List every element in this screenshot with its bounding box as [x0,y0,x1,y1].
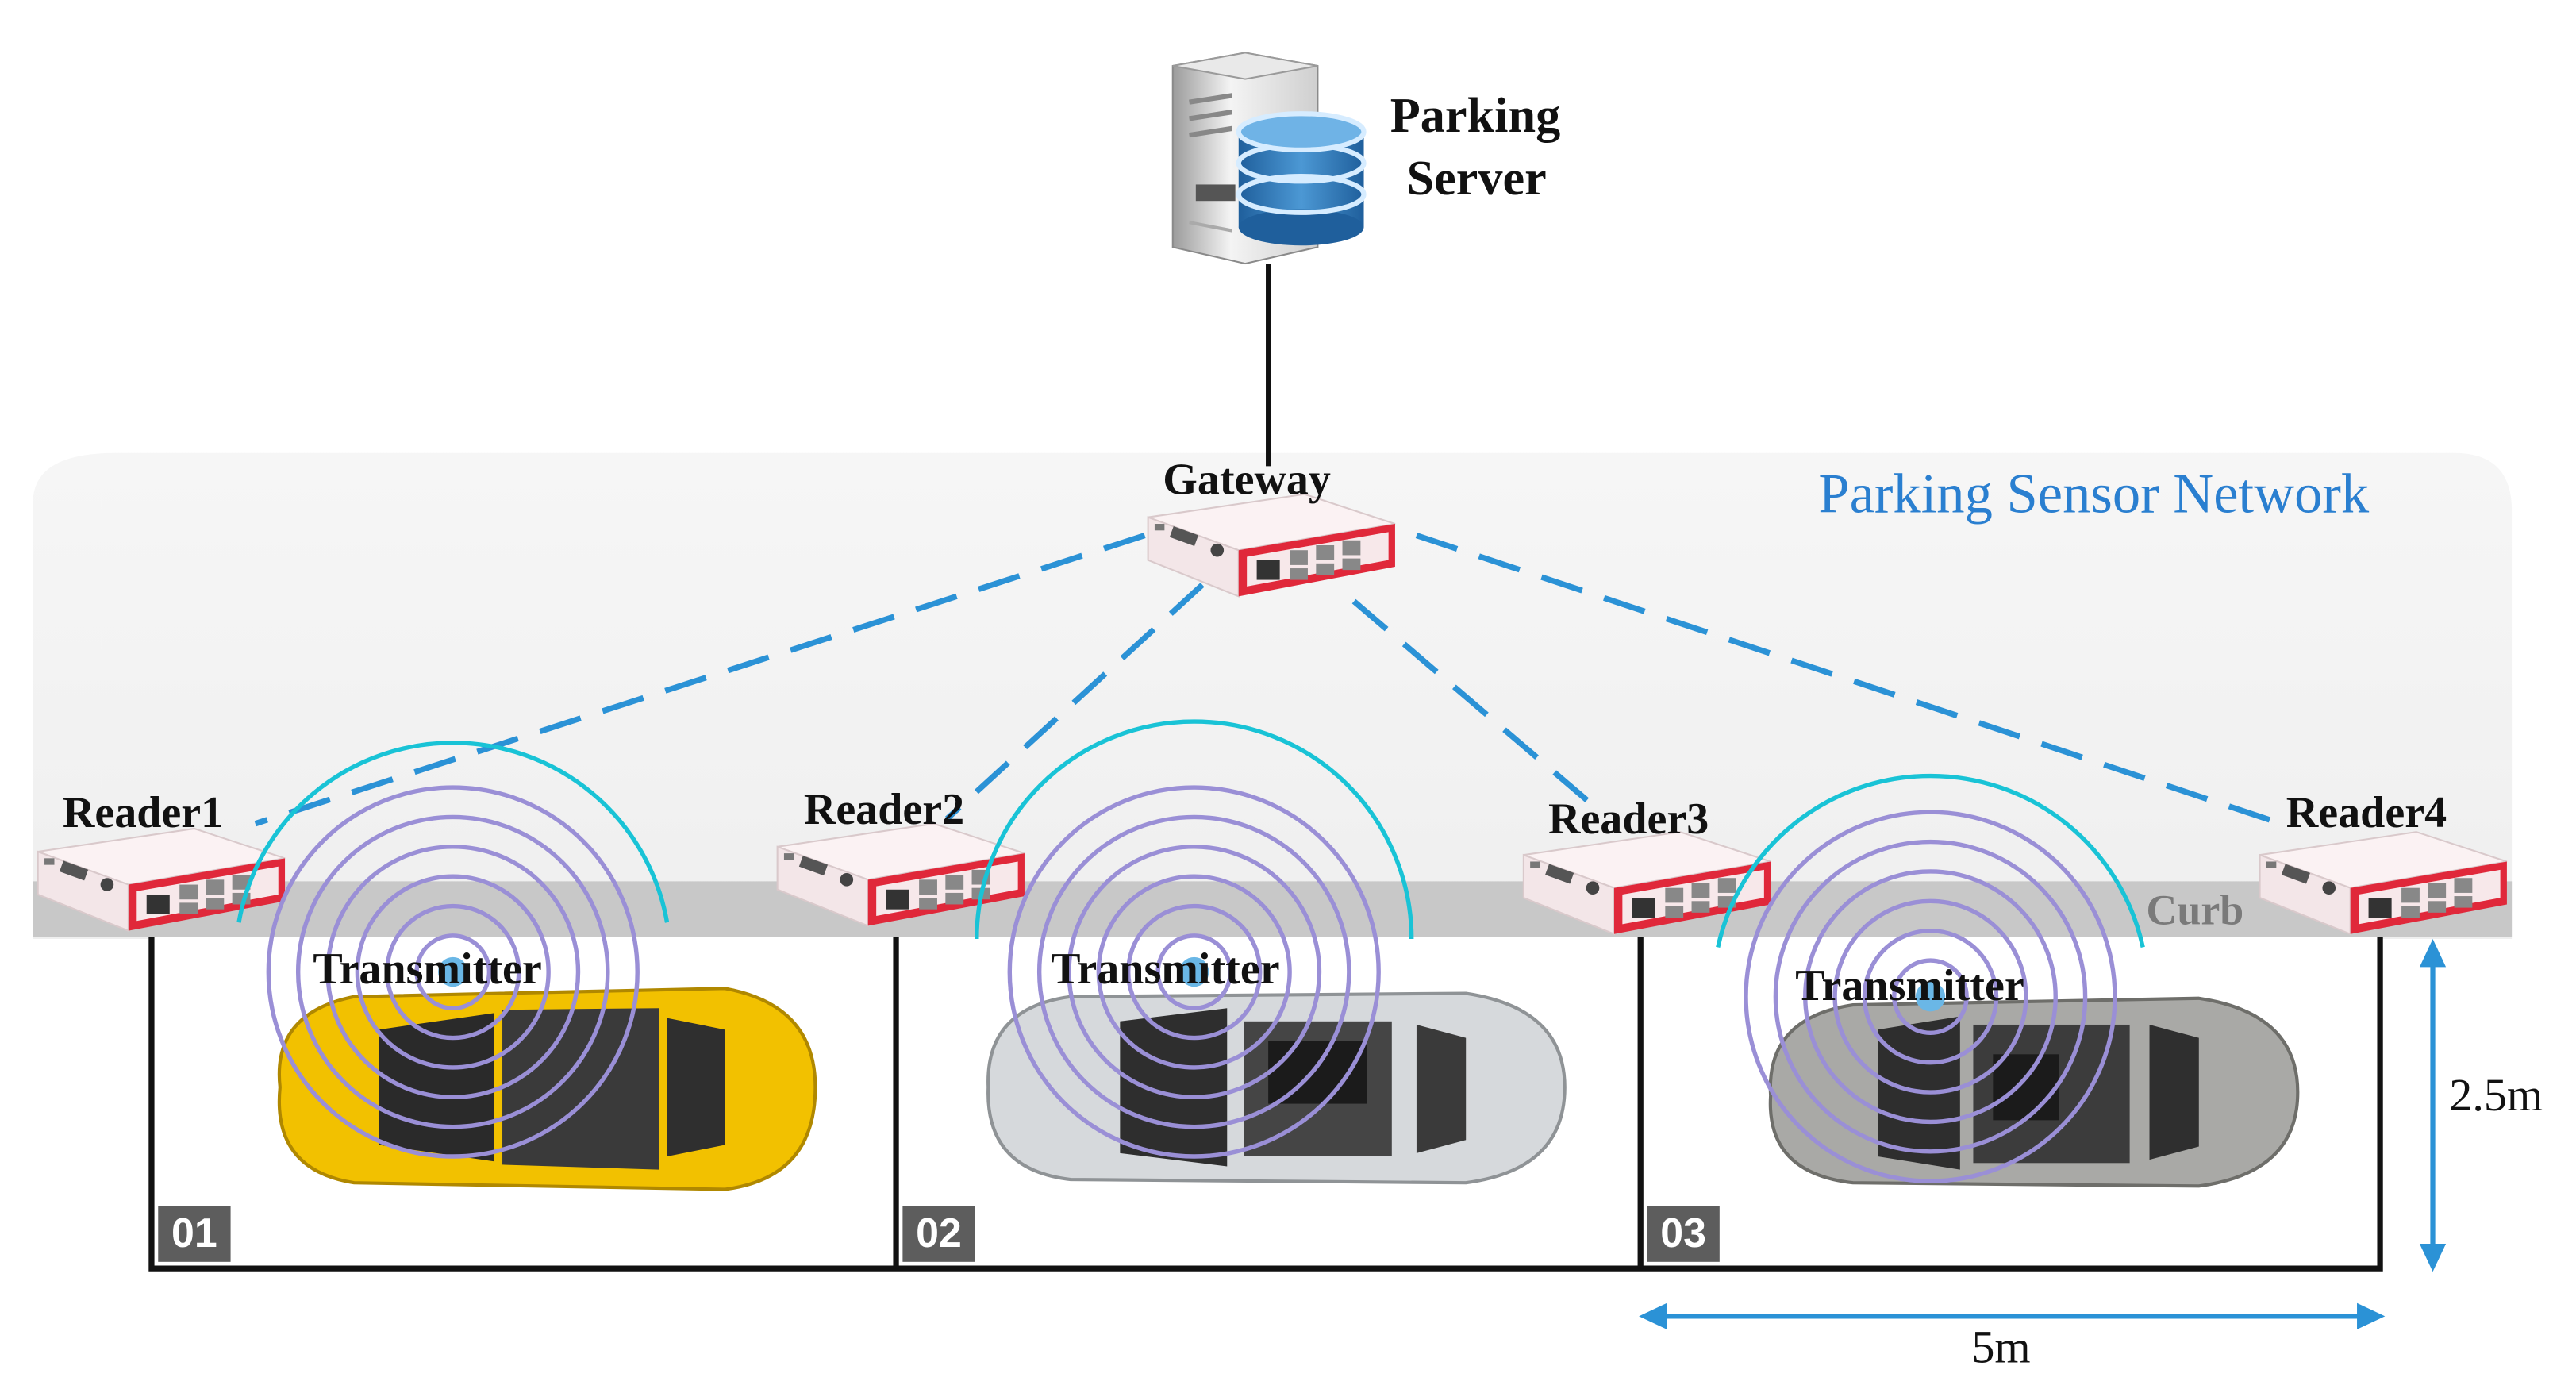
bay-number-02: 02 [902,1206,975,1262]
transmitter-dot-01 [438,956,468,987]
reader2-label: Reader2 [803,783,965,834]
wireless-links [254,533,2282,827]
transmitter-label-03: Transmitter [1795,960,2024,1010]
bay-number-01: 01 [158,1206,231,1262]
server-label-line2: Server [1406,151,1547,206]
network-title: Parking Sensor Network [1818,464,2370,526]
transmitter-label-02: Transmitter [1051,944,1280,994]
curb-label: Curb [2146,886,2244,934]
gateway-label: Gateway [1163,454,1331,505]
reader1-label: Reader1 [62,787,224,837]
signal-rings-03 [1716,773,2145,1183]
depth-dimension-label: 2.5m [2449,1071,2543,1122]
curb [33,881,2513,937]
server-label-line1: Parking [1390,89,1561,144]
transmitter-label-01: Transmitter [313,944,542,994]
car-01 [277,987,817,1191]
transmitter-dot-02 [1179,956,1209,987]
width-dimension-label: 5m [1971,1322,2031,1374]
depth-dimension-arrow [2419,939,2447,1272]
width-dimension-arrow [1639,1302,2386,1329]
database-icon [1236,111,1367,246]
bay-number-03: 03 [1647,1206,1720,1262]
reader4-label: Reader4 [2286,787,2447,837]
signal-rings-02 [975,719,1414,1159]
transmitter-dot-03 [1915,981,1946,1012]
reader3-label: Reader3 [1548,794,1709,844]
signal-rings-01 [236,741,670,1159]
server-label: Parking Server [1390,86,1561,211]
